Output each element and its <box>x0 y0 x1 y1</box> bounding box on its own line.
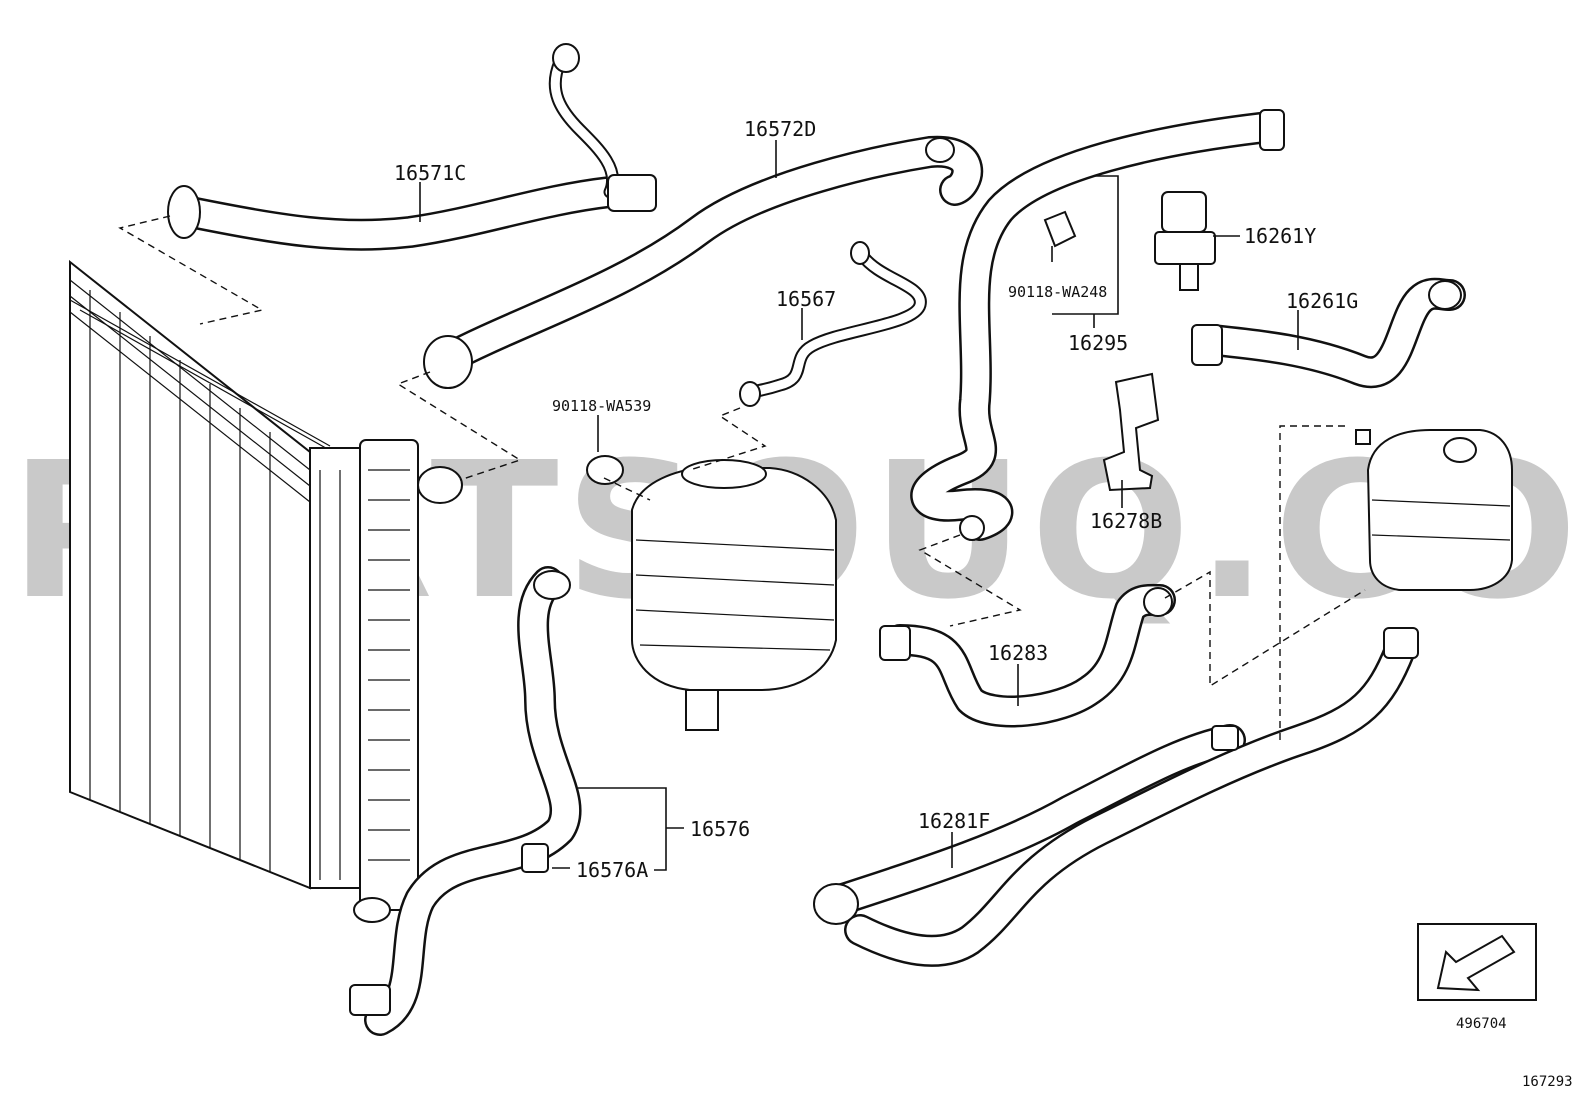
bracket-16278b-drawing <box>1102 372 1160 492</box>
label-16278b[interactable]: 16278B <box>1090 509 1162 533</box>
label-16576[interactable]: 16576 <box>690 817 750 841</box>
leader-lines <box>419 140 1299 871</box>
label-16572d[interactable]: 16572D <box>744 117 816 141</box>
label-16281f[interactable]: 16281F <box>918 809 990 833</box>
clamp-90118-wa248-drawing <box>1043 210 1077 262</box>
label-16261g[interactable]: 16261G <box>1286 289 1358 313</box>
label-16576a[interactable]: 16576A <box>576 858 648 882</box>
radiator-drawing <box>69 259 463 923</box>
reference-tank-drawing <box>1355 429 1513 591</box>
hose-16576-drawing <box>349 566 582 1036</box>
expansion-tank-drawing <box>586 455 837 731</box>
label-16261y[interactable]: 16261Y <box>1244 224 1316 248</box>
pipe-16567-drawing <box>739 241 927 407</box>
label-16567[interactable]: 16567 <box>776 287 836 311</box>
view-direction-box <box>1417 923 1537 1001</box>
label-16295[interactable]: 16295 <box>1068 331 1128 355</box>
label-16283[interactable]: 16283 <box>988 641 1048 665</box>
hose-16571c-drawing <box>167 43 657 251</box>
label-90118-wa248[interactable]: 90118-WA248 <box>1008 283 1107 301</box>
view-reference-number: 496704 <box>1456 1016 1507 1032</box>
hose-16261g-drawing <box>1191 277 1466 389</box>
hose-16283-drawing <box>879 583 1176 728</box>
label-16571c[interactable]: 16571C <box>394 161 466 185</box>
dashed-reference-lines <box>118 215 1366 740</box>
hose-16295-drawing <box>910 109 1285 541</box>
hose-16572d-drawing <box>423 135 984 389</box>
figure-reference-number: 167293 <box>1522 1074 1573 1090</box>
label-90118-wa539[interactable]: 90118-WA539 <box>552 397 651 415</box>
view-arrow-icon <box>1436 934 1516 992</box>
valve-16261y-drawing <box>1154 191 1216 291</box>
hose-16281f-drawing <box>813 627 1419 967</box>
